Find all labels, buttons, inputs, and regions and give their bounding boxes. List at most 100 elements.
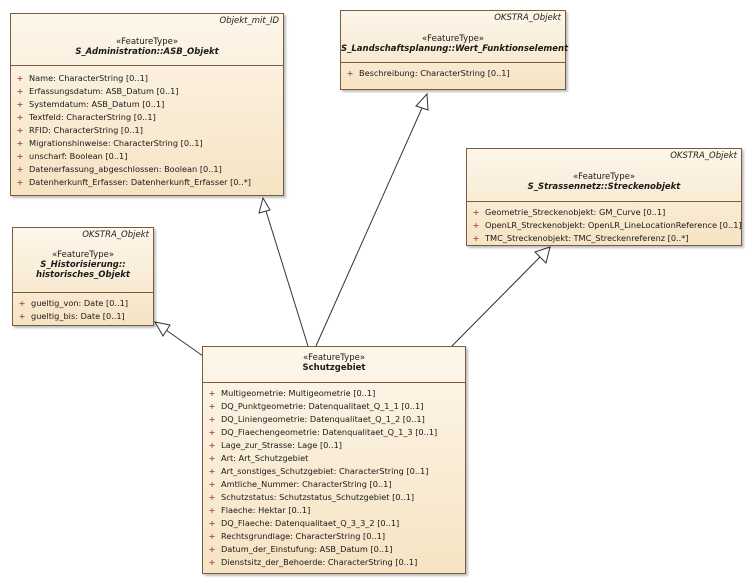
attribute-text: DQ_Liniengeometrie: Datenqualitaet_Q_1_2… bbox=[221, 414, 425, 424]
class-tag: OKSTRA_Objekt bbox=[494, 13, 561, 23]
attribute-text: gueltig_von: Date [0..1] bbox=[31, 298, 129, 308]
attribute-text: Datum_der_Einstufung: ASB_Datum [0..1] bbox=[221, 544, 393, 554]
attribute-row[interactable]: +Multigeometrie: Multigeometrie [0..1] bbox=[203, 387, 465, 400]
visibility-marker: + bbox=[18, 298, 26, 308]
class-name: S_Administration::ASB_Objekt bbox=[75, 47, 219, 57]
attribute-list: +Geometrie_Streckenobjekt: GM_Curve [0..… bbox=[467, 202, 742, 245]
attribute-row[interactable]: + Art: Art_Schutzgebiet bbox=[203, 452, 465, 465]
class-historisches-objekt[interactable]: OKSTRA_Objekt «FeatureType» S_Historisie… bbox=[12, 227, 154, 326]
visibility-marker: + bbox=[16, 151, 24, 161]
attribute-row[interactable]: + Art_sonstiges_Schutzgebiet: CharacterSt… bbox=[203, 465, 465, 478]
attribute-row[interactable]: + Erfassungsdatum: ASB_Datum [0..1] bbox=[11, 85, 283, 98]
visibility-marker: + bbox=[208, 453, 216, 463]
class-wert-funktionselement[interactable]: OKSTRA_Objekt «FeatureType» S_Landschaft… bbox=[340, 10, 569, 90]
attribute-text: Textfeld: CharacterString [0..1] bbox=[29, 112, 156, 122]
attribute-row[interactable]: + unscharf: Boolean [0..1] bbox=[11, 150, 283, 163]
visibility-marker: + bbox=[16, 112, 24, 122]
attribute-text: Rechtsgrundlage: CharacterString [0..1] bbox=[221, 531, 386, 541]
visibility-marker: + bbox=[16, 164, 24, 174]
visibility-marker: + bbox=[472, 207, 480, 217]
attribute-row[interactable]: + gueltig_von: Date [0..1] bbox=[13, 297, 153, 310]
attribute-text: Migrationshinweise: CharacterString [0..… bbox=[29, 138, 203, 148]
arrowhead-asb bbox=[258, 196, 271, 214]
attribute-text: DQ_Flaeche: Datenqualitaet_Q_3_3_2 [0..1… bbox=[221, 518, 400, 528]
visibility-marker: + bbox=[18, 311, 26, 321]
attribute-row[interactable]: + DQ_Flaeche: Datenqualitaet_Q_3_3_2 [0..… bbox=[203, 517, 465, 530]
attribute-row[interactable]: +Datum_der_Einstufung: ASB_Datum [0..1] bbox=[203, 543, 465, 556]
attribute-text: DQ_Flaechengeometrie: Datenqualitaet_Q_1… bbox=[221, 427, 438, 437]
visibility-marker: + bbox=[208, 505, 216, 515]
arrow-line-strecke bbox=[451, 255, 542, 347]
visibility-marker: + bbox=[208, 401, 216, 411]
attribute-row[interactable]: + Dienstsitz_der_Behoerde: CharacterStrin… bbox=[203, 556, 465, 569]
attribute-text: Flaeche: Hektar [0..1] bbox=[221, 505, 311, 515]
stereotype: «FeatureType» bbox=[115, 37, 179, 47]
visibility-marker: + bbox=[16, 99, 24, 109]
attribute-row[interactable]: +DQ_Punktgeometrie: Datenqualitaet_Q_1_1… bbox=[203, 400, 465, 413]
attribute-row[interactable]: +DQ_Liniengeometrie: Datenqualitaet_Q_1_… bbox=[203, 413, 465, 426]
class-streckenobjekt[interactable]: OKSTRA_Objekt «FeatureType» S_Strassenne… bbox=[466, 148, 742, 246]
class-name: S_Strassennetz::Streckenobjekt bbox=[527, 182, 681, 192]
visibility-marker: + bbox=[16, 138, 24, 148]
attribute-row[interactable]: + Flaeche: Hektar [0..1] bbox=[203, 504, 465, 517]
stereotype: «FeatureType» bbox=[572, 172, 636, 182]
attribute-row[interactable]: +RFID: CharacterString [0..1] bbox=[11, 124, 283, 137]
attribute-list: + gueltig_von: Date [0..1] +gueltig_bis: D… bbox=[13, 293, 153, 323]
class-tag: OKSTRA_Objekt bbox=[670, 151, 737, 161]
attribute-text: Art: Art_Schutzgebiet bbox=[221, 453, 309, 463]
visibility-marker: + bbox=[346, 68, 354, 78]
attribute-text: Art_sonstiges_Schutzgebiet: CharacterStr… bbox=[221, 466, 429, 476]
attribute-row[interactable]: +Amtliche_Nummer: CharacterString [0..1] bbox=[203, 478, 465, 491]
visibility-marker: + bbox=[208, 531, 216, 541]
visibility-marker: + bbox=[16, 86, 24, 96]
attribute-text: unscharf: Boolean [0..1] bbox=[29, 151, 128, 161]
class-name-line2: historisches_Objekt bbox=[36, 270, 130, 280]
attribute-row[interactable]: +gueltig_bis: Date [0..1] bbox=[13, 310, 153, 323]
attribute-row[interactable]: + Textfeld: CharacterString [0..1] bbox=[11, 111, 283, 124]
arrowhead-hist bbox=[154, 321, 171, 337]
attribute-row[interactable]: +Geometrie_Streckenobjekt: GM_Curve [0..… bbox=[467, 206, 741, 219]
visibility-marker: + bbox=[208, 518, 216, 528]
attribute-text: Dienstsitz_der_Behoerde: CharacterString… bbox=[221, 557, 418, 567]
attribute-text: Erfassungsdatum: ASB_Datum [0..1] bbox=[29, 86, 179, 96]
class-header: «FeatureType» S_Strassennetz::Streckenob… bbox=[467, 149, 741, 202]
attribute-row[interactable]: + Lage_zur_Strasse: Lage [0..1] bbox=[203, 439, 465, 452]
arrow-line-hist bbox=[165, 329, 204, 357]
visibility-marker: + bbox=[472, 233, 480, 243]
arrow-line-wert bbox=[315, 107, 423, 347]
attribute-row[interactable]: +OpenLR_Streckenobjekt: OpenLR_LineLocat… bbox=[467, 219, 742, 232]
class-asb-objekt[interactable]: Objekt_mit_ID «FeatureType» S_Administra… bbox=[10, 13, 284, 196]
visibility-marker: + bbox=[208, 466, 216, 476]
attribute-row[interactable]: + Migrationshinweise: CharacterString [0.… bbox=[11, 137, 283, 150]
attribute-text: TMC_Streckenobjekt: TMC_Streckenreferenz… bbox=[485, 233, 689, 243]
stereotype: «FeatureType» bbox=[421, 34, 485, 44]
visibility-marker: + bbox=[208, 427, 216, 437]
class-header: «FeatureType» S_Landschaftsplanung::Wert… bbox=[341, 11, 569, 63]
visibility-marker: + bbox=[208, 479, 216, 489]
stereotype: «FeatureType» bbox=[302, 353, 366, 363]
attribute-row[interactable]: +Schutzstatus: Schutzstatus_Schutzgebiet… bbox=[203, 491, 465, 504]
attribute-row[interactable]: + Beschreibung: CharacterString [0..1] bbox=[341, 67, 565, 80]
attribute-list: +Multigeometrie: Multigeometrie [0..1]+D… bbox=[203, 383, 465, 569]
visibility-marker: + bbox=[208, 557, 216, 567]
attribute-row[interactable]: + Datenerfassung_abgeschlossen: Boolean [… bbox=[11, 163, 283, 176]
attribute-row[interactable]: +Name: CharacterString [0..1] bbox=[11, 72, 283, 85]
attribute-row[interactable]: + Rechtsgrundlage: CharacterString [0..1] bbox=[203, 530, 465, 543]
attribute-text: Datenherkunft_Erfasser: Datenherkunft_Er… bbox=[29, 177, 251, 187]
class-header: «FeatureType» S_Historisierung:: histori… bbox=[13, 228, 153, 293]
class-tag: Objekt_mit_ID bbox=[219, 16, 279, 26]
class-header: «FeatureType» S_Administration::ASB_Obje… bbox=[11, 14, 283, 66]
class-name: S_Landschaftsplanung::Wert_Funktionselem… bbox=[341, 44, 569, 54]
visibility-marker: + bbox=[208, 440, 216, 450]
attribute-list: +Name: CharacterString [0..1]+Erfassungs… bbox=[11, 66, 283, 189]
attribute-row[interactable]: +Datenherkunft_Erfasser: Datenherkunft_E… bbox=[11, 176, 283, 189]
attribute-row[interactable]: + DQ_Flaechengeometrie: Datenqualitaet_Q_… bbox=[203, 426, 465, 439]
class-tag: OKSTRA_Objekt bbox=[82, 230, 149, 240]
class-schutzgebiet[interactable]: «FeatureType» Schutzgebiet +Multigeometr… bbox=[202, 346, 466, 574]
attribute-text: Beschreibung: CharacterString [0..1] bbox=[359, 68, 510, 78]
attribute-row[interactable]: + TMC_Streckenobjekt: TMC_Streckenreferen… bbox=[467, 232, 741, 245]
attribute-text: Datenerfassung_abgeschlossen: Boolean [0… bbox=[29, 164, 222, 174]
attribute-row[interactable]: +Systemdatum: ASB_Datum [0..1] bbox=[11, 98, 283, 111]
attribute-text: Lage_zur_Strasse: Lage [0..1] bbox=[221, 440, 343, 450]
